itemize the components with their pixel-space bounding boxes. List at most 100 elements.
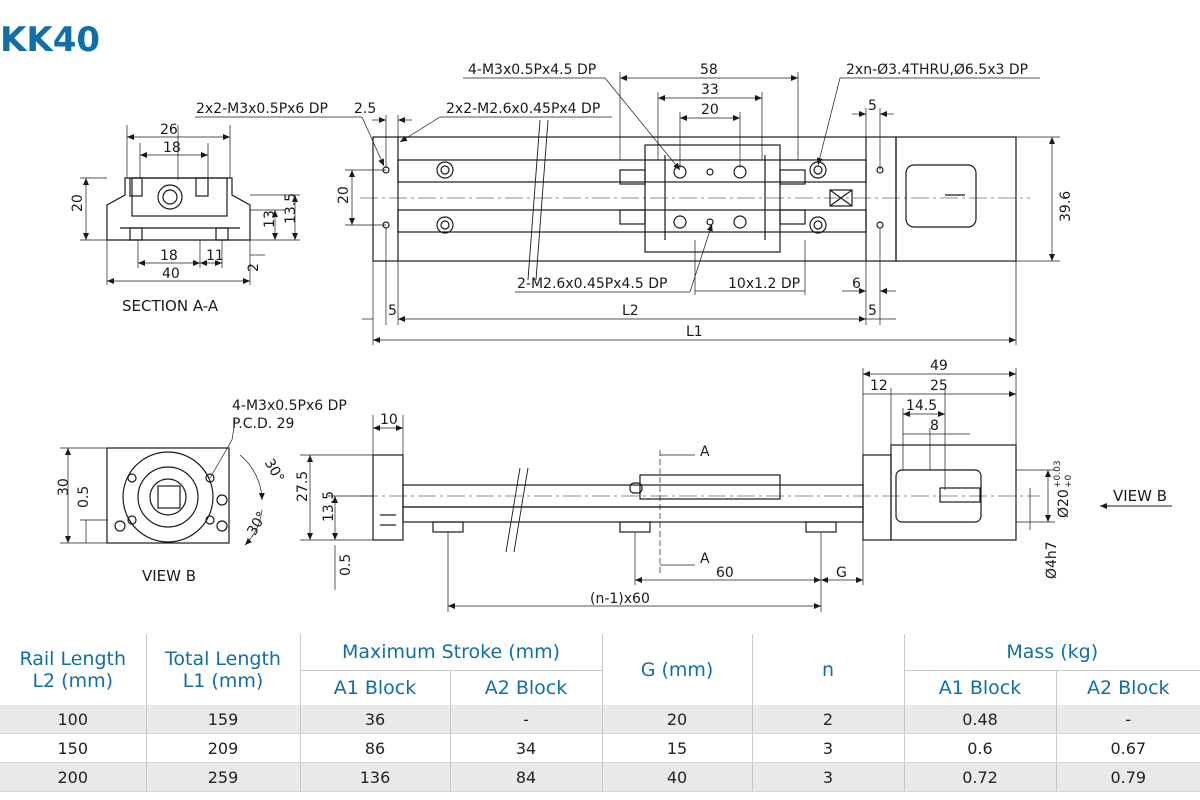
cell-rail-length: 200 [0,762,147,792]
cell-rail-length: 100 [0,705,147,734]
dim-18-top: 18 [163,140,181,156]
section-mark-a-bottom: A [700,551,710,567]
dim-5-right: 5 [868,303,877,319]
dim-L1: L1 [686,324,703,340]
callout-slot: 10x1.2 DP [728,276,800,292]
dim-L2: L2 [622,303,639,319]
cell-g: 15 [602,733,753,763]
shaft-end-dia: Ø4h7 [1044,541,1060,579]
callout-m26-bottom: 2-M2.6x0.45Px4.5 DP [517,276,667,292]
cell-stroke-a2: - [450,705,603,734]
header-total-length-line2: L1 (mm) [182,669,264,692]
dim-26: 26 [160,122,178,138]
cell-mass-a2: 0.67 [1056,733,1200,763]
dim-2: 2 [246,263,262,272]
cell-total-length: 159 [146,705,301,734]
shaft-diameter: Ø20 [1056,489,1072,518]
top-view [195,72,1060,345]
callout-m3-top: 4-M3x0.5Px4.5 DP [468,62,596,78]
shaft-tol-upper: +0.03 [1053,460,1063,488]
cell-n: 2 [752,705,905,734]
header-total-length-line1: Total Length [165,647,281,670]
cell-mass-a1: 0.6 [904,733,1057,763]
cell-n: 3 [752,762,905,792]
dim-58: 58 [700,62,718,78]
cell-mass-a1: 0.72 [904,762,1057,792]
dim-5-top: 5 [868,98,877,114]
dim-60: 60 [716,565,734,581]
angle-30-bottom: 30° [244,509,270,539]
dim-2-5: 2.5 [354,101,376,117]
callout-pcd: P.C.D. 29 [232,416,294,432]
section-a-a-labels: 26 18 20 13 13.5 18 11 40 2 SECTION A-A [70,122,299,315]
cell-mass-a1: 0.48 [904,705,1057,734]
section-a-a-view [80,125,300,285]
front-view-labels: 10 27.5 13.5 0.5 A A 60 G (n-1)x60 49 12… [295,358,1167,607]
dim-49: 49 [930,358,948,374]
dim-11: 11 [206,248,224,264]
page-title: KK40 [0,20,101,60]
cell-mass-a2: 0.79 [1056,762,1200,792]
callout-m3-side: 2x2-M3x0.5Px6 DP [196,101,328,117]
header-mass-a1: A1 Block [904,670,1057,705]
section-a-a-label: SECTION A-A [122,297,219,315]
header-g: G (mm) [602,634,753,705]
dim-30: 30 [56,478,72,496]
dim-0-5-left: 0.5 [76,486,92,508]
callout-m26-side: 2x2-M2.6x0.45Px4 DP [446,101,600,117]
cell-stroke-a1: 136 [300,762,451,792]
technical-drawing: 26 18 20 13 13.5 18 11 40 2 SECTION A-A [56,62,1172,612]
header-max-stroke: Maximum Stroke (mm) [300,634,603,671]
dim-13: 13 [262,210,278,228]
dim-8: 8 [930,418,939,434]
dim-n-60: (n-1)x60 [590,591,650,607]
cell-stroke-a1: 86 [300,733,451,763]
dim-20: 20 [70,194,86,212]
top-view-labels: 4-M3x0.5Px4.5 DP 58 33 20 2xn-Ø3.4THRU,Ø… [196,62,1074,340]
dim-0-5-front: 0.5 [338,554,354,576]
dim-5-left: 5 [388,303,397,319]
table-row: 200 259 136 84 40 3 0.72 0.79 [0,762,1200,792]
view-b [60,419,265,546]
dim-33: 33 [701,82,719,98]
shaft-diameter-label: Ø20 +0.03 +0 [1053,460,1074,518]
dim-20-top: 20 [701,102,719,118]
cell-g: 20 [602,705,753,734]
table-row: 150 209 86 34 15 3 0.6 0.67 [0,733,1200,763]
cell-stroke-a2: 34 [450,733,603,763]
dim-40: 40 [162,266,180,282]
angle-30-top: 30° [261,456,287,486]
dim-18-bottom: 18 [160,248,178,264]
header-rail-length-line1: Rail Length [19,647,127,670]
cell-n: 3 [752,733,905,763]
shaft-tol-lower: +0 [1064,474,1074,488]
dim-13-5: 13.5 [283,193,299,224]
view-b-label: VIEW B [142,567,196,585]
callout-thru-hole: 2xn-Ø3.4THRU,Ø6.5x3 DP [846,62,1028,78]
header-n: n [752,634,905,705]
dim-12: 12 [870,378,888,394]
view-b-arrow-label: VIEW B [1113,487,1167,505]
dim-20-side: 20 [336,186,352,204]
header-mass-a2: A2 Block [1087,677,1170,699]
cell-stroke-a2: 84 [450,762,603,792]
header-mass: Mass (kg) [904,634,1200,671]
cell-total-length: 209 [146,733,301,763]
dim-6: 6 [852,276,861,292]
section-mark-a-top: A [700,444,710,460]
dim-10: 10 [380,412,398,428]
header-stroke-a2: A2 Block [450,670,603,705]
dim-13-5-front: 13.5 [321,491,337,522]
cell-rail-length: 150 [0,733,147,763]
cell-total-length: 259 [146,762,301,792]
cell-g: 40 [602,762,753,792]
dim-G: G [836,565,847,581]
table-row: 100 159 36 - 20 2 0.48 - [0,705,1200,734]
cell-stroke-a1: 36 [300,705,451,734]
cell-mass-a2: - [1056,705,1200,734]
front-view [300,368,1172,612]
callout-m3-front: 4-M3x0.5Px6 DP [232,398,347,414]
